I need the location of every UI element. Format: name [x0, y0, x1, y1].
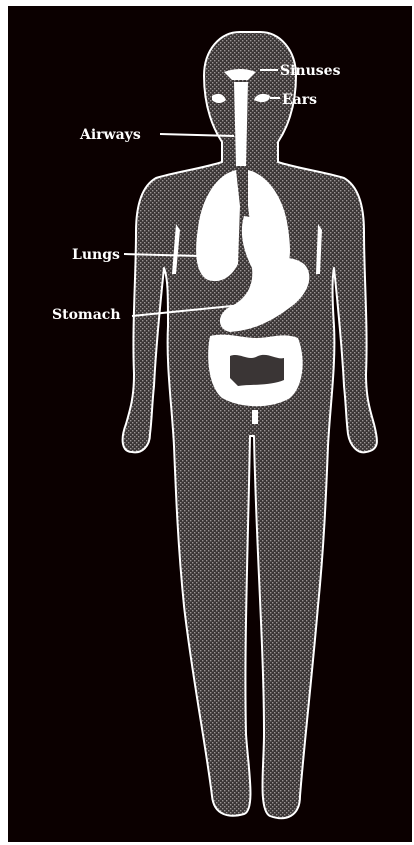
label-airways: Airways	[79, 127, 141, 143]
label-ears: Ears	[282, 92, 317, 108]
diagram-panel: Sinuses Ears Airways Lungs Stomach	[8, 6, 412, 842]
label-sinuses: Sinuses	[280, 63, 341, 79]
label-lungs: Lungs	[72, 247, 120, 263]
label-stomach: Stomach	[52, 307, 121, 323]
airways	[234, 82, 248, 166]
body-silhouette	[123, 32, 377, 818]
body-diagram: Sinuses Ears Airways Lungs Stomach	[8, 6, 412, 842]
